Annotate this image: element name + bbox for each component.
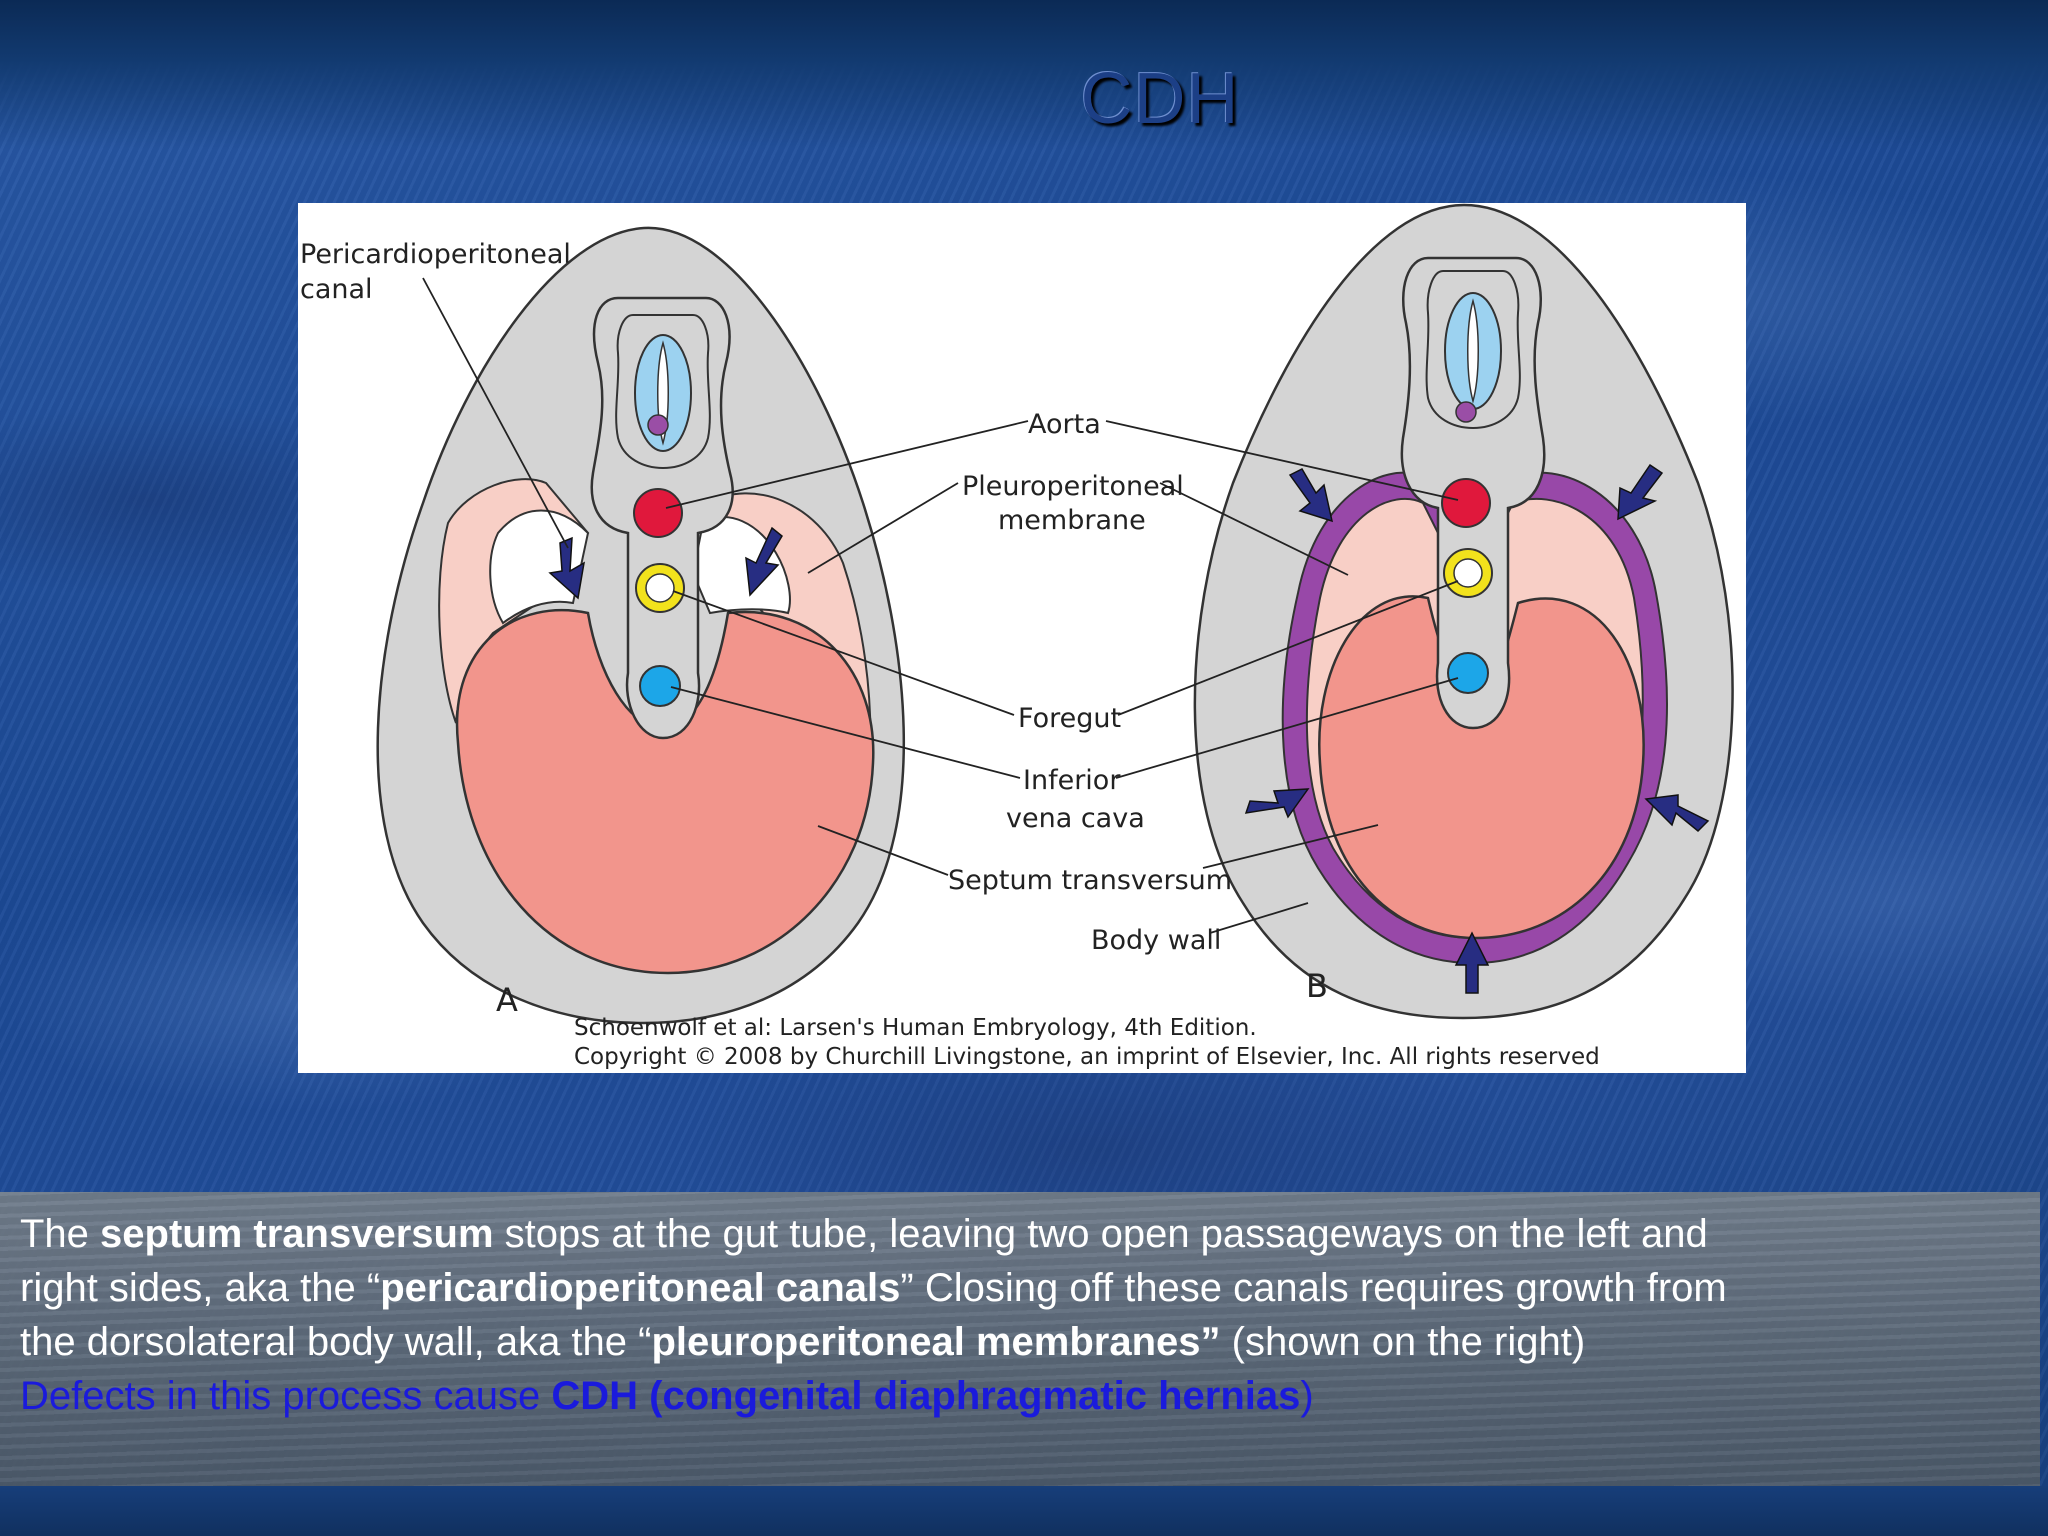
panel-b-arrow-lower-left xyxy=(1244,788,1310,819)
leader-pericardio xyxy=(422,277,569,549)
embryo-diagram: A B xyxy=(298,203,1746,1073)
label-body-wall: Body wall xyxy=(1091,925,1221,956)
caption-l2-c: ” Closing off these canals requires grow… xyxy=(900,1266,1727,1310)
leader-ivc-a xyxy=(670,686,1021,779)
caption-l2-a: right sides, aka the “ xyxy=(20,1266,381,1310)
leader-body-wall xyxy=(1209,902,1309,934)
caption-l1-c: stops at the gut tube, leaving two open … xyxy=(493,1212,1708,1256)
caption-panel xyxy=(0,1192,2040,1486)
panel-b-foregut-lumen xyxy=(1453,558,1483,588)
label-pericardioperitoneal-1: Pericardioperitoneal xyxy=(300,239,571,270)
caption-l3-c: (shown on the right) xyxy=(1220,1320,1586,1364)
panel-a-letter: A xyxy=(496,981,518,1019)
leader-septum-b xyxy=(1202,824,1379,869)
panel-b-notochord xyxy=(1455,401,1477,423)
caption-term-pericardio: pericardioperitoneal canals xyxy=(380,1266,901,1310)
label-pleuroperitoneal-1: Pleuroperitoneal xyxy=(962,471,1184,502)
caption-term-septum: septum transversum xyxy=(100,1212,494,1256)
label-ivc-2: vena cava xyxy=(1006,803,1145,834)
slide-title: CDH xyxy=(1080,59,1240,139)
leader-ivc-b xyxy=(1115,677,1459,779)
caption-line-1: The septum transversum stops at the gut … xyxy=(20,1207,2020,1261)
figure-credit-2: Copyright © 2008 by Churchill Livingston… xyxy=(574,1044,1600,1070)
leader-pleuro-b xyxy=(1159,482,1349,576)
panel-b-arrow-upper-right xyxy=(1617,463,1664,521)
panel-a-notochord-final xyxy=(647,414,669,436)
leader-septum-a xyxy=(817,825,949,876)
leader-pleuro-a xyxy=(807,482,959,574)
label-pericardioperitoneal-2: canal xyxy=(300,274,373,305)
panel-a-ivc xyxy=(639,665,681,707)
panel-b-arrow-upper-left xyxy=(1288,468,1334,523)
panel-a-foregut-lumen xyxy=(645,573,675,603)
panel-b-neural-outer xyxy=(1425,270,1521,430)
embryo-diagram-svg: A B xyxy=(300,203,1734,1070)
panel-b-letter: B xyxy=(1306,967,1328,1005)
panel-a: A xyxy=(376,226,906,1025)
label-aorta: Aorta xyxy=(1028,409,1101,440)
label-septum-transversum: Septum transversum xyxy=(948,865,1232,896)
leader-lines xyxy=(422,277,1459,934)
leader-aorta-b xyxy=(1105,420,1459,501)
panel-a-arrow-right xyxy=(745,526,783,597)
caption-term-cdh: CDH (congenital diaphragmatic hernias xyxy=(551,1374,1301,1418)
panel-a-septum xyxy=(455,608,875,975)
bottom-band xyxy=(0,1486,2048,1536)
leader-foregut-a xyxy=(672,590,1015,716)
label-ivc-1: Inferior xyxy=(1023,765,1121,796)
caption-l1-a: The xyxy=(20,1212,101,1256)
caption-l3-a: the dorsolateral body wall, aka the “ xyxy=(20,1320,652,1364)
caption-line-2: right sides, aka the “pericardioperitone… xyxy=(20,1261,2020,1315)
panel-b-arrow-bottom xyxy=(1454,931,1490,994)
figure-credit-1: Schoenwolf et al: Larsen's Human Embryol… xyxy=(574,1015,1257,1041)
panel-b-ivc xyxy=(1447,652,1489,694)
caption-line-3: the dorsolateral body wall, aka the “ple… xyxy=(20,1315,2020,1369)
caption-l4-a: Defects in this process cause xyxy=(20,1374,552,1418)
panel-a-arrow-left xyxy=(548,536,586,600)
panel-a-aorta xyxy=(633,488,683,538)
label-foregut: Foregut xyxy=(1018,703,1121,734)
leader-foregut-b xyxy=(1117,580,1459,716)
panel-b: B xyxy=(1193,203,1734,1020)
caption-l4-c: ) xyxy=(1300,1374,1314,1418)
caption-line-4: Defects in this process cause CDH (conge… xyxy=(20,1369,2020,1423)
panel-a-neural-outer xyxy=(615,314,711,470)
panel-b-septum xyxy=(1318,595,1645,940)
label-pleuroperitoneal-2: membrane xyxy=(998,505,1146,536)
panel-b-arrow-lower-right xyxy=(1644,794,1710,833)
panel-b-aorta xyxy=(1441,478,1491,528)
title-band xyxy=(0,0,2048,150)
caption-text: The septum transversum stops at the gut … xyxy=(20,1207,2020,1423)
caption-term-pleuro: pleuroperitoneal membranes” xyxy=(651,1320,1221,1364)
leader-aorta-a xyxy=(665,420,1029,509)
panel-b-neural-canal xyxy=(1467,298,1479,404)
